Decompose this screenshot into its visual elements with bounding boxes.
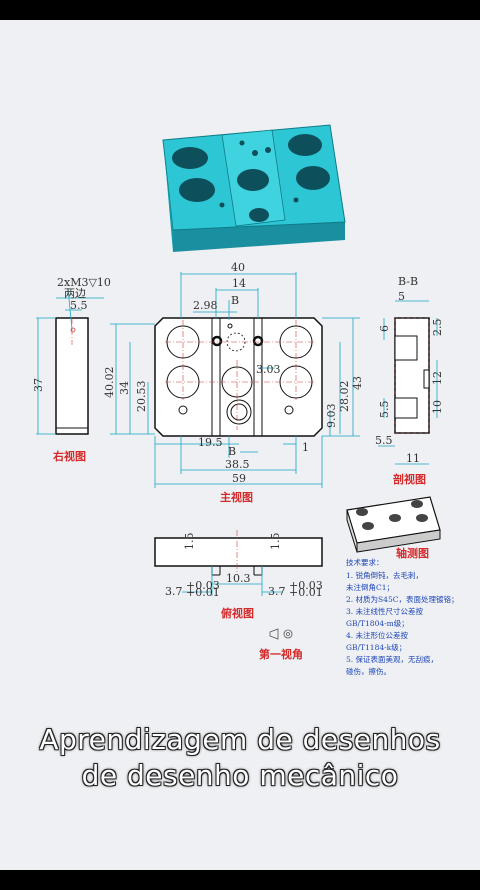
dim-40-02: 40.02 xyxy=(103,367,116,399)
tech-notes-title: 技术要求： xyxy=(346,557,384,567)
caption-line-2: de desenho mecânico xyxy=(81,759,399,792)
dim-59: 59 xyxy=(232,472,246,485)
dim-sec-2-5: 2.5 xyxy=(431,319,444,337)
section-view xyxy=(378,300,438,465)
dim-40: 40 xyxy=(231,261,245,274)
label-main-view: 主视图 xyxy=(220,490,253,504)
label-first-angle: 第一视角 xyxy=(259,647,303,661)
dim-19-5: 19.5 xyxy=(198,436,223,449)
dim-right-5-5: 5.5 xyxy=(70,299,88,312)
dim-20-53: 20.53 xyxy=(135,381,148,413)
section-mark-top: B xyxy=(231,294,239,307)
top-view xyxy=(154,530,323,596)
tech-note-line: 1. 锐角倒钝，去毛刺， xyxy=(346,570,423,580)
isometric-part xyxy=(162,124,346,252)
thread-note-sides: 两边 xyxy=(64,287,86,300)
tech-note-line: 3. 未注线性尺寸公差按 xyxy=(346,606,424,616)
dim-sec-11: 11 xyxy=(406,452,420,465)
dim-sec-5: 5 xyxy=(398,290,405,303)
tech-note-line: GB/T1804-m级； xyxy=(346,618,409,628)
right-view xyxy=(36,287,104,435)
tol-minus-a: +0.01 xyxy=(186,586,220,599)
first-angle-symbol-icon xyxy=(269,628,293,640)
tol-plus-b: +0.03 xyxy=(289,579,323,592)
dim-43: 43 xyxy=(351,376,364,390)
tech-note-line: 未注倒角C1； xyxy=(346,582,394,592)
caption-line-1: Aprendizagem de desenhos xyxy=(39,723,441,756)
label-axis-view: 轴测图 xyxy=(396,546,429,560)
label-top-view: 俯视图 xyxy=(221,606,254,620)
tech-note-line: 2. 材质为S45C，表面处理镀铬； xyxy=(346,594,458,604)
dim-top-3-7a: 3.7 xyxy=(165,585,183,598)
label-section-view: 剖视图 xyxy=(393,472,426,486)
dim-14: 14 xyxy=(232,277,246,290)
dim-28-02: 28.02 xyxy=(338,381,351,413)
dim-sec-12: 12 xyxy=(431,371,444,385)
dim-3-03: 3.03 xyxy=(256,363,281,376)
dim-top-1-5b: 1.5 xyxy=(269,533,282,551)
video-caption: Aprendizagem de desenhos de desenho mecâ… xyxy=(0,722,480,794)
axis-view xyxy=(346,496,441,553)
dim-34: 34 xyxy=(118,381,131,395)
tol-plus-a: +0.03 xyxy=(186,579,220,592)
thread-note: 2xM3▽10 xyxy=(57,276,111,289)
tech-note-line: 4. 未注形位公差按 xyxy=(346,630,409,640)
bottom-black-bar xyxy=(0,870,480,890)
dim-top-10-3: 10.3 xyxy=(226,572,251,585)
dim-2-98: 2.98 xyxy=(193,299,218,312)
dim-38-5: 38.5 xyxy=(225,458,250,471)
dim-right-37: 37 xyxy=(32,378,45,392)
tol-minus-b: +0.01 xyxy=(289,586,323,599)
dim-sec-10: 10 xyxy=(431,400,444,414)
tech-note-line: GB/T1184-k级； xyxy=(346,642,406,652)
tech-note-line: 5. 保证表面美观，无刮痕， xyxy=(346,654,438,664)
dim-sec-6: 6 xyxy=(378,325,391,332)
label-right-view: 右视图 xyxy=(52,449,86,463)
technical-notes: 技术要求： 1. 锐角倒钝，去毛刺， 未注倒角C1； 2. 材质为S45C，表面… xyxy=(346,557,458,676)
main-view xyxy=(110,272,360,488)
dim-top-3-7b: 3.7 xyxy=(268,585,286,598)
dim-top-1-5a: 1.5 xyxy=(183,533,196,551)
section-mark-bottom: B xyxy=(228,445,236,458)
dim-1: 1 xyxy=(302,441,309,454)
dim-9-03: 9.03 xyxy=(325,404,338,429)
dim-sec-5-5v: 5.5 xyxy=(378,401,391,419)
tech-note-line: 碰伤，擦伤。 xyxy=(346,666,391,676)
section-title: B-B xyxy=(398,275,418,288)
dim-sec-5-5h: 5.5 xyxy=(375,434,393,447)
